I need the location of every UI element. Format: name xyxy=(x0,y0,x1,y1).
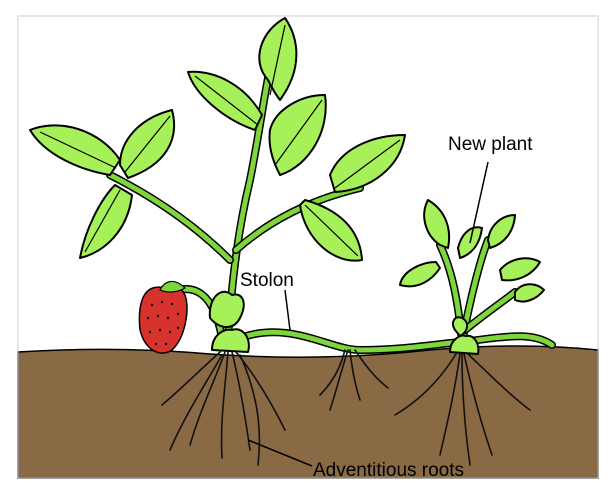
leaf xyxy=(424,200,449,248)
leaf xyxy=(30,125,120,175)
new-plant-stems xyxy=(440,240,515,342)
leaf xyxy=(400,262,440,286)
leaf xyxy=(453,317,467,336)
crown-new xyxy=(450,336,478,354)
leader-stolon xyxy=(285,290,290,330)
leaf xyxy=(488,215,515,248)
leaf xyxy=(500,258,540,280)
main-plant-leaves xyxy=(30,18,405,327)
label-stolon: Stolon xyxy=(240,270,294,291)
leaf xyxy=(188,72,262,130)
leaf xyxy=(515,284,544,301)
label-new-plant: New plant xyxy=(448,134,533,155)
leaf xyxy=(210,292,244,327)
strawberry xyxy=(139,281,186,353)
soil xyxy=(18,346,598,478)
label-adventitious-roots: Adventitious roots xyxy=(313,460,464,481)
new-plant-leaves xyxy=(400,200,544,336)
